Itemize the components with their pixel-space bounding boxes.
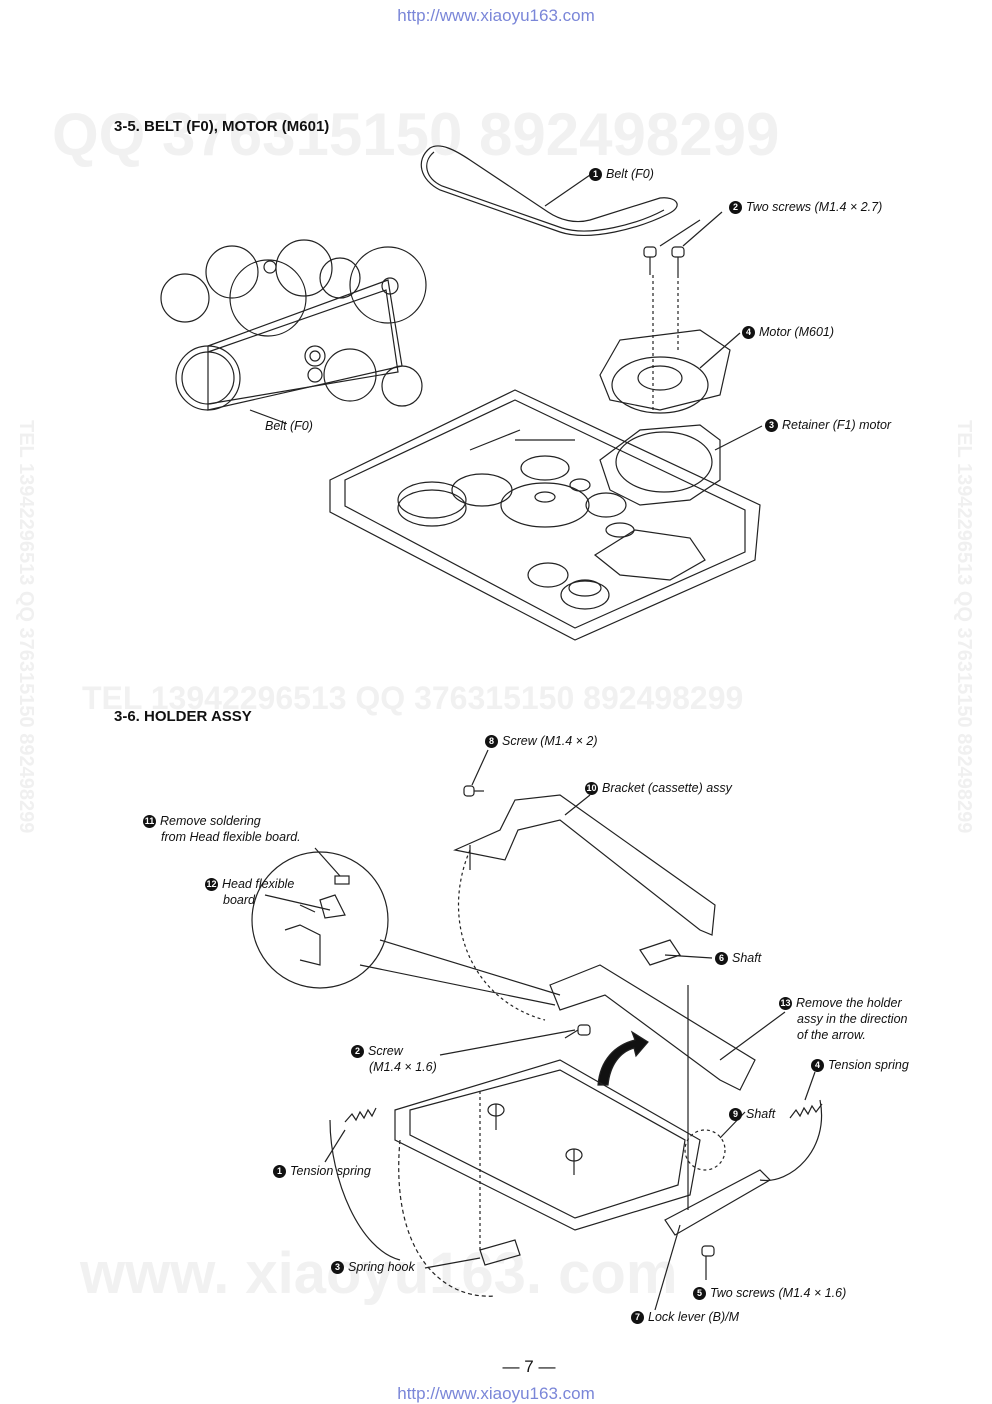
tension-spring-right — [789, 1103, 823, 1119]
holder-assy — [549, 964, 756, 1091]
watermark-side-left: TEL 13942296513 QQ 376315150 892498299 — [15, 420, 37, 834]
belt-floating — [420, 145, 678, 236]
inset-zoom-circle — [251, 851, 389, 989]
screw-icon — [643, 246, 685, 410]
page-number: — 7 — — [502, 1357, 556, 1376]
retainer-motor — [599, 424, 721, 506]
gear-schematic — [160, 273, 210, 323]
section-35-title: 3-5. BELT (F0), MOTOR (M601) — [114, 118, 330, 135]
spring-hook — [479, 1239, 521, 1266]
header-url[interactable]: http://www.xiaoyu163.com — [397, 6, 595, 25]
footer-url[interactable]: http://www.xiaoyu163.com — [397, 1384, 595, 1403]
bracket-cassette — [453, 794, 716, 936]
watermark-middle: TEL 13942296513 QQ 376315150 892498299 — [82, 680, 744, 716]
tension-spring-left — [344, 1107, 377, 1123]
watermark-side-right: TEL 13942296513 QQ 376315150 892498299 — [953, 420, 975, 834]
watermark-bottom: www. xiaoyu163. com — [80, 1241, 678, 1306]
lock-lever — [664, 1169, 771, 1236]
watermark-top: QQ 376315150 892498299 — [52, 101, 780, 168]
mechanism-chassis — [329, 389, 761, 641]
motor-body — [599, 329, 731, 411]
belt-label: Belt (F0) — [265, 419, 313, 433]
belt-schematic — [207, 279, 403, 411]
section-36-title: 3-6. HOLDER ASSY — [114, 708, 252, 725]
direction-arrow-icon — [597, 1030, 649, 1086]
mechanism-base — [394, 1059, 701, 1231]
